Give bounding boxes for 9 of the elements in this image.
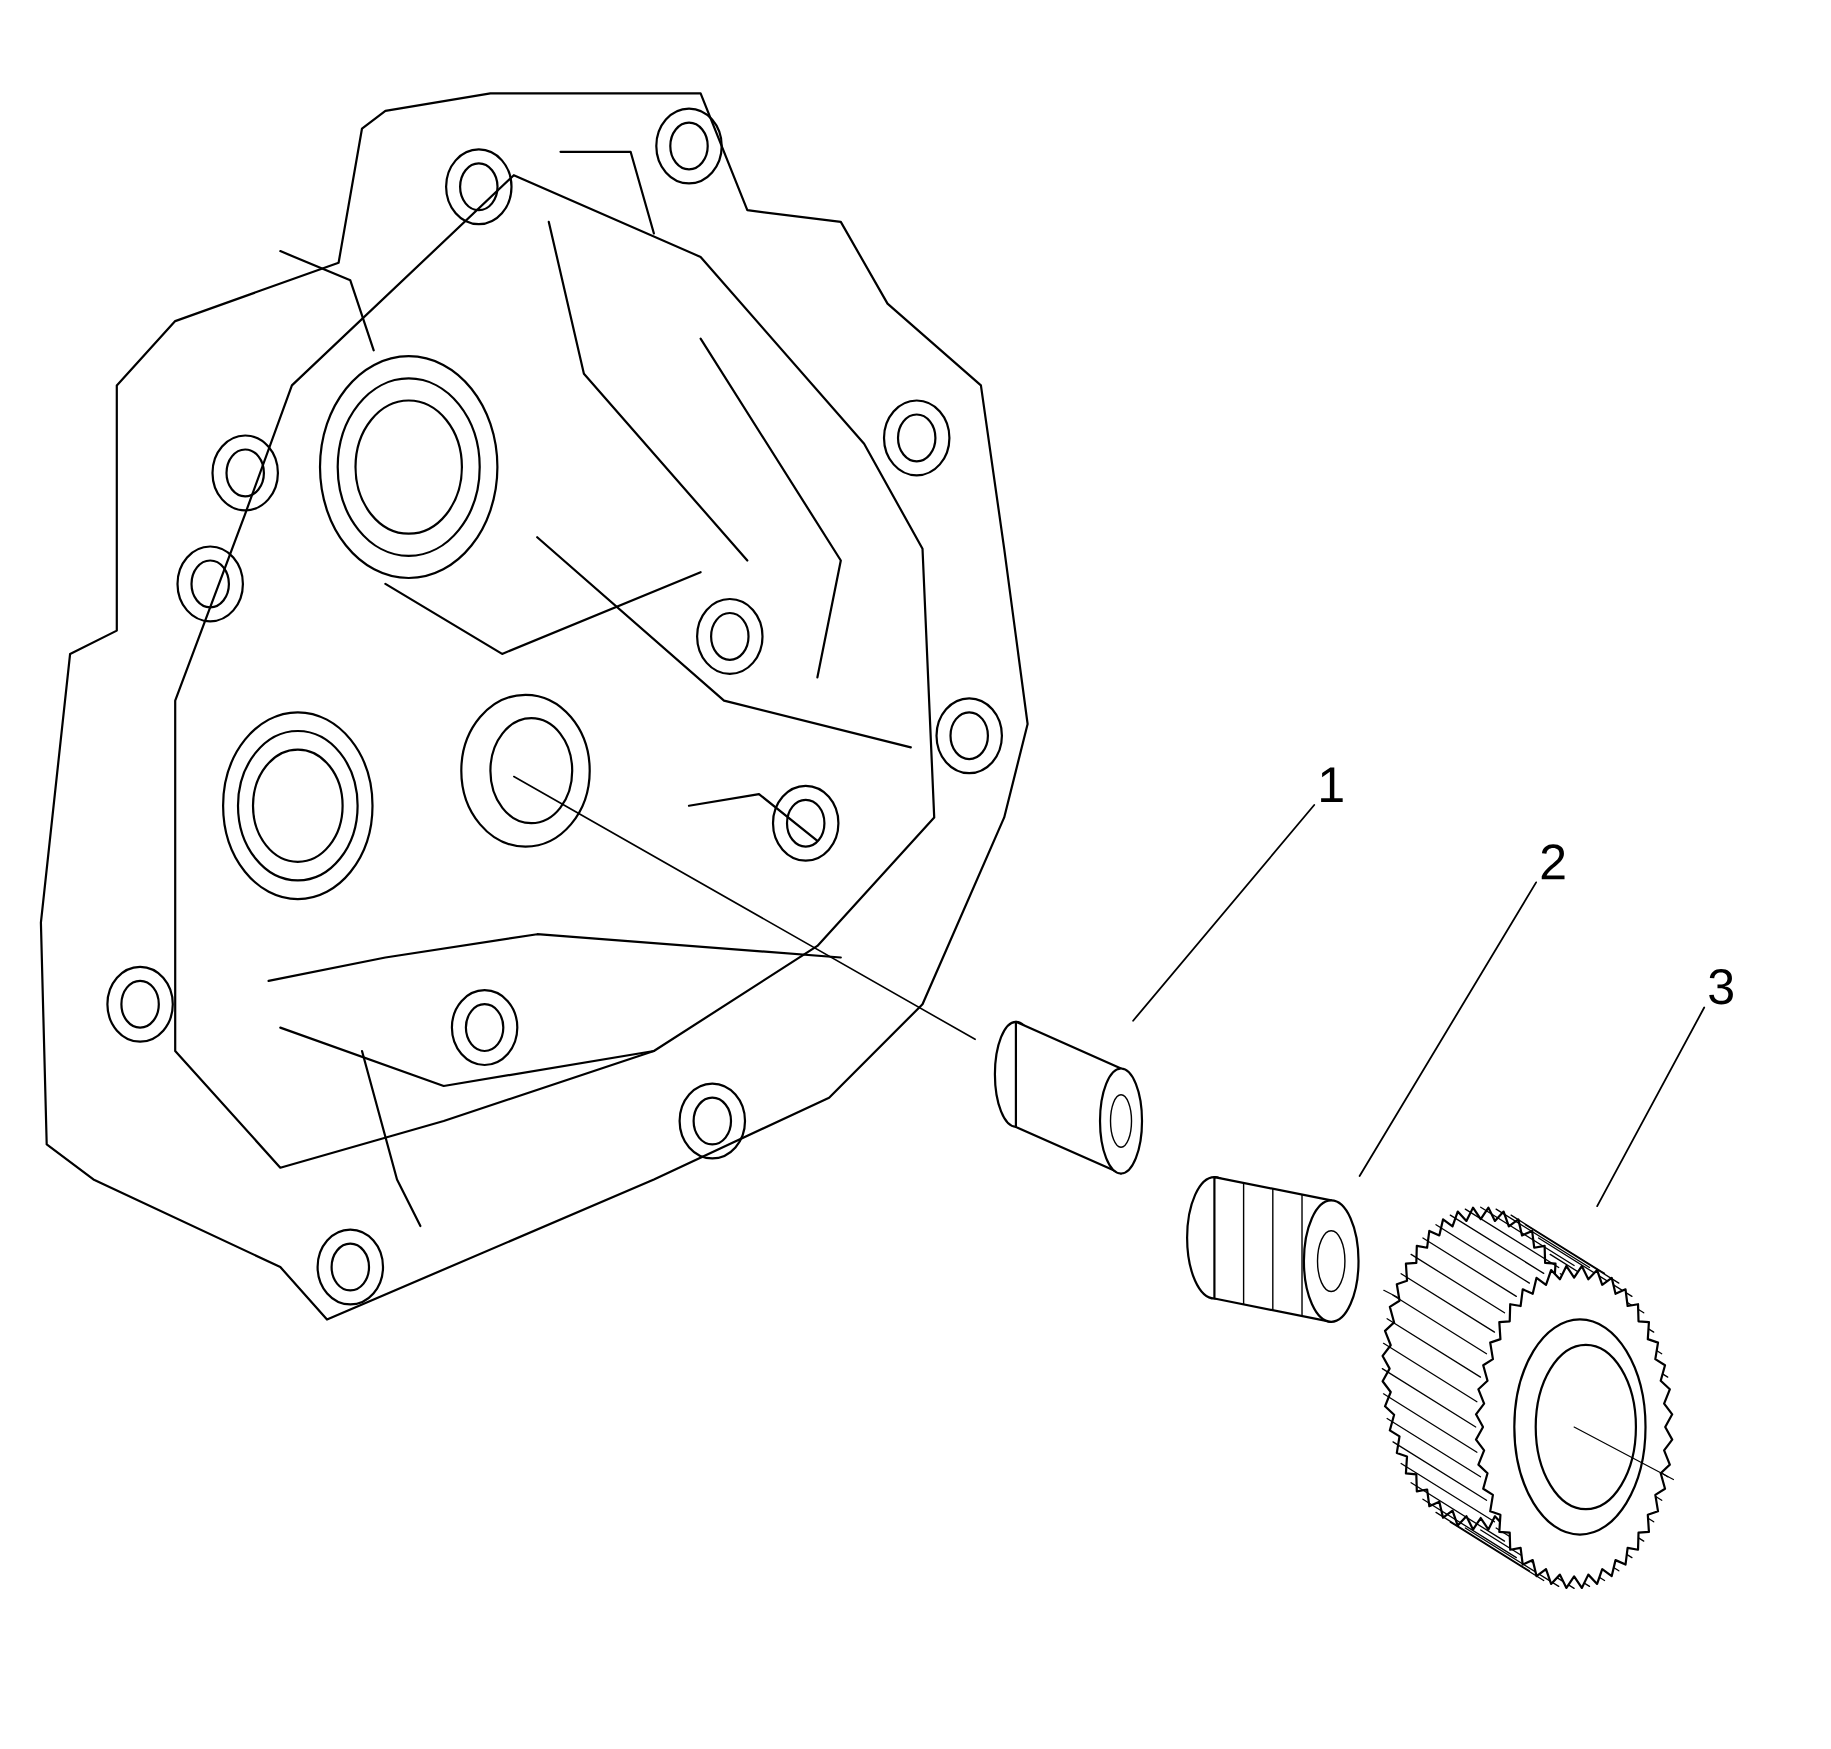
leader-line xyxy=(1358,881,1537,1177)
callout-number: 3 xyxy=(1709,969,1733,1005)
leader-line xyxy=(1596,1006,1706,1207)
shaft-drawing xyxy=(993,1020,1144,1175)
gear-drawing xyxy=(1381,1206,1674,1590)
callout-number: 2 xyxy=(1541,844,1565,880)
bearing-drawing xyxy=(1186,1176,1360,1323)
leader-line xyxy=(1132,804,1316,1022)
callout-number: 1 xyxy=(1321,767,1343,802)
